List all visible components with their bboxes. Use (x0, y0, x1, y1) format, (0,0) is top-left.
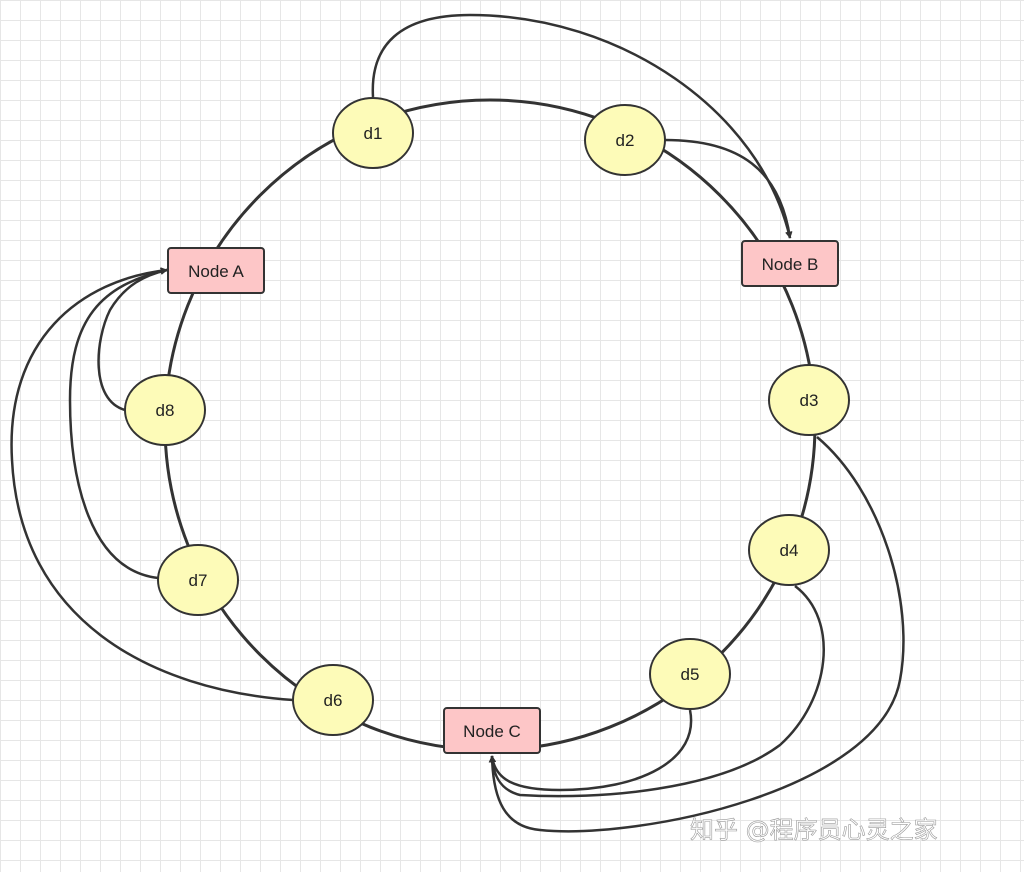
node-c-box (443, 707, 541, 754)
node-c: Node C (443, 707, 541, 754)
edge-d5-node-c (489, 709, 693, 792)
data-ellipse-d5 (649, 638, 731, 710)
edge-d6-node-a (10, 267, 294, 702)
data-label-d7: d7 (189, 571, 208, 590)
edge-d2-node-b (664, 138, 793, 239)
data-ellipse-d8 (124, 374, 206, 446)
edge-d7-node-a (68, 267, 168, 580)
data-item-d6: d6 (292, 664, 374, 736)
data-ellipse-d4 (748, 514, 830, 586)
edge-d1-node-b (371, 13, 792, 239)
data-ellipse-d1 (332, 97, 414, 169)
node-a-label: Node A (188, 262, 244, 281)
data-item-d7: d7 (157, 544, 239, 616)
node-b-box (741, 240, 839, 287)
data-item-d5: d5 (649, 638, 731, 710)
edge-d3-node-c (488, 436, 905, 833)
data-item-d3: d3 (768, 364, 850, 436)
node-b-label: Node B (762, 255, 819, 274)
data-item-d4: d4 (748, 514, 830, 586)
data-label-d4: d4 (780, 541, 799, 560)
watermark-text: 知乎 @程序员心灵之家 (690, 816, 938, 844)
data-ellipse-d6 (292, 664, 374, 736)
data-label-d6: d6 (324, 691, 343, 710)
data-item-d1: d1 (332, 97, 414, 169)
node-c-label: Node C (463, 722, 521, 741)
data-label-d2: d2 (616, 131, 635, 150)
data-label-d8: d8 (156, 401, 175, 420)
data-ellipse-d2 (584, 104, 666, 176)
node-a: Node A (167, 247, 265, 294)
data-label-d3: d3 (800, 391, 819, 410)
edge-d8-node-a (97, 267, 168, 412)
edge-d4-node-c (488, 585, 825, 798)
node-a-box (167, 247, 265, 294)
data-item-d8: d8 (124, 374, 206, 446)
data-ellipse-d3 (768, 364, 850, 436)
data-label-d5: d5 (681, 665, 700, 684)
node-b: Node B (741, 240, 839, 287)
data-ellipse-d7 (157, 544, 239, 616)
data-label-d1: d1 (364, 124, 383, 143)
data-item-d2: d2 (584, 104, 666, 176)
